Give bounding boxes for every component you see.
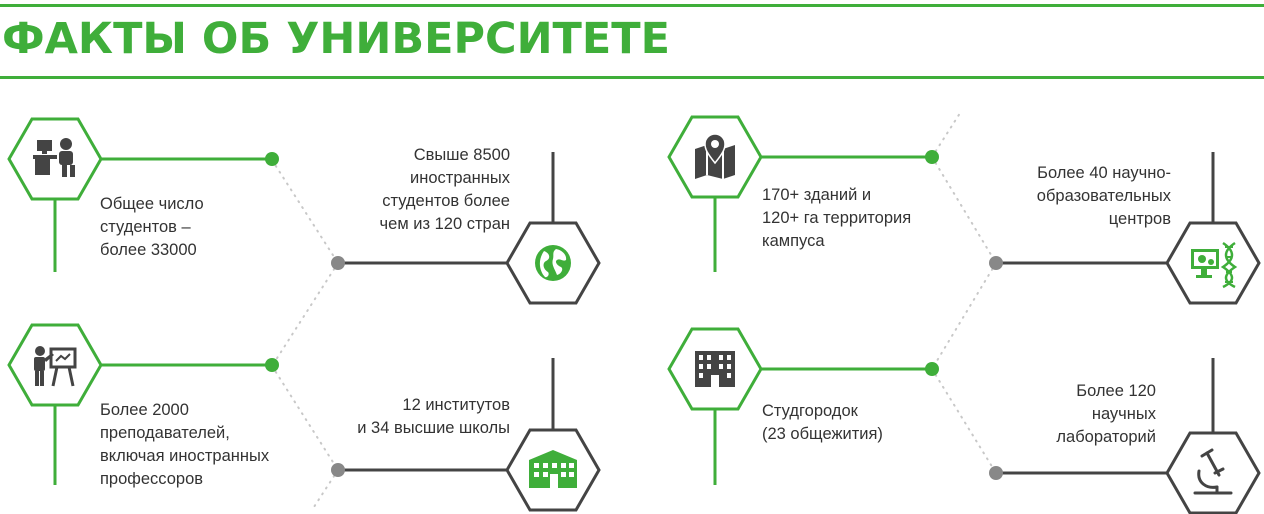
dotted-guide [271,159,339,264]
connector-dot [331,256,345,270]
campus-building-icon [505,428,601,512]
fact-research-centers-text: Более 40 научно- образовательных центров [1036,164,1171,228]
connector-dot [925,362,939,376]
dotted-guide [271,262,339,367]
fact-labs-text: Более 120 научных лабораторий [1056,382,1156,446]
bottom-rule [0,76,1264,79]
dotted-guide [311,469,339,511]
fact-dorms-text: Студгородок (23 общежития) [762,402,883,443]
students-at-desk-icon [7,117,103,201]
dna-monitor-icon [1165,221,1261,305]
connector-dot [331,463,345,477]
dotted-guide [931,156,997,264]
fact-teachers-text: Более 2000 преподавателей, включая иност… [100,401,270,488]
apartment-building-icon [667,327,763,411]
globe-icon [505,221,601,305]
fact-students-text: Общее число студентов – более 33000 [100,195,204,259]
page-title: ФАКТЫ ОБ УНИВЕРСИТЕТЕ [2,14,670,64]
dotted-guide [931,262,997,370]
connector-dot [925,150,939,164]
dotted-guide [271,365,339,471]
fact-institutes-text: 12 институтов и 34 высшие школы [357,396,510,437]
map-pin-icon [667,115,763,199]
teacher-at-board-icon [7,323,103,407]
dotted-guide [931,368,997,474]
fact-campus-text: 170+ зданий и 120+ га территория кампуса [762,186,912,250]
connector-dot [265,152,279,166]
connector-dot [265,358,279,372]
top-rule [0,4,1264,7]
dotted-guide [931,109,963,158]
connector-dot [989,256,1003,270]
fact-foreign-students-text: Свыше 8500 иностранных студентов более ч… [379,146,510,233]
microscope-icon [1165,431,1261,514]
connector-dot [989,466,1003,480]
